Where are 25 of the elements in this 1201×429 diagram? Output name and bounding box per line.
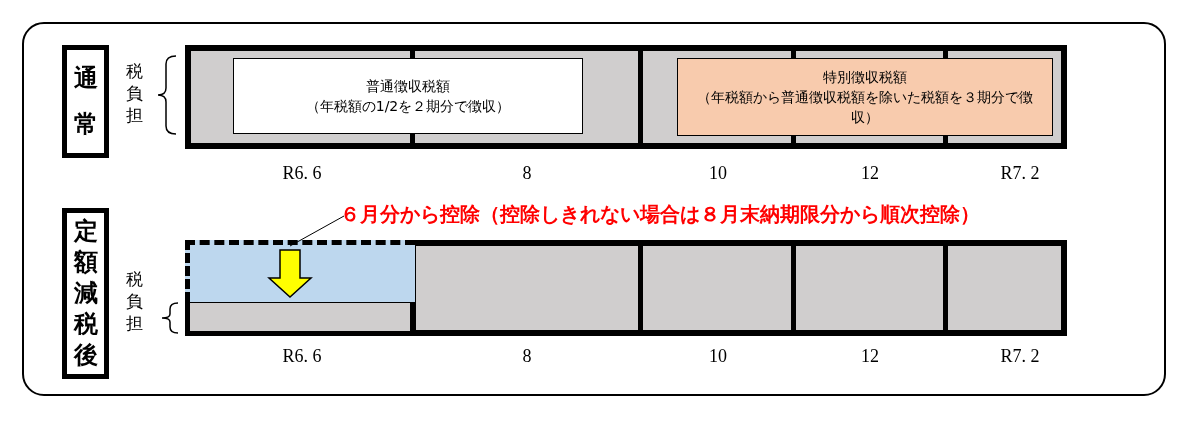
box-heading: 普通徴収税額 [366,77,450,96]
month-label: 10 [708,162,728,185]
tax-amount-box [233,58,583,134]
callout-text: ６月分から控除（控除しきれない場合は８月末納期限分から順次控除） [340,200,1110,228]
leader-line [289,215,345,247]
month-label: 8 [521,345,533,368]
deduction-area [185,240,415,302]
month-label: 12 [860,162,880,185]
axis-label: 税負担 [126,60,143,127]
tax-amount-box [677,58,1053,136]
month-label: 8 [521,162,533,185]
row-title-box [62,45,109,158]
box-note: （年税額の1/2を２期分で徴収） [305,97,511,116]
month-label: 10 [708,345,728,368]
row-title-box [62,208,109,379]
box-note: （年税額から普通徴収税額を除いた税額を３期分で徴収） [696,88,1034,127]
row-title: 定額減税後 [73,215,98,372]
month-label: R7. 2 [999,162,1041,185]
row-title: 通常 [73,62,98,140]
month-label: 12 [860,345,880,368]
box-heading: 特別徴収税額 [823,68,907,87]
month-label: R7. 2 [999,345,1041,368]
axis-label: 税負担 [126,268,143,335]
month-label: R6. 6 [281,345,323,368]
month-label: R6. 6 [281,162,323,185]
